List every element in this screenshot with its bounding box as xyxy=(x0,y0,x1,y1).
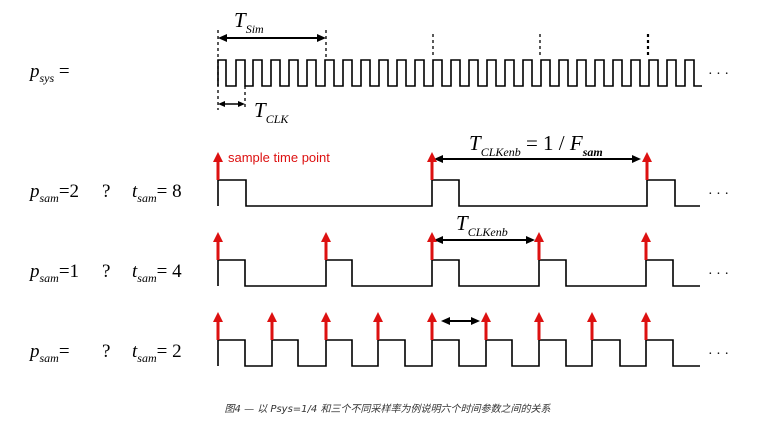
sample-point-arrow xyxy=(213,312,223,340)
svg-text:psam=: psam= xyxy=(28,341,70,365)
tclkenb-arrow-3 xyxy=(441,317,480,325)
tclkenb-arrow-2 xyxy=(434,236,535,244)
measurement-arrows xyxy=(218,34,641,325)
row-label-sam-half: psam= ? tsam= 2 xyxy=(28,341,182,365)
ellipsis: · · · xyxy=(708,347,729,362)
tclkenb-arrow-1 xyxy=(434,155,641,163)
sample-point-arrow xyxy=(373,312,383,340)
sample-point-arrow xyxy=(213,152,223,180)
sample-point-arrow xyxy=(534,232,544,260)
sample-point-arrow xyxy=(642,152,652,180)
svg-text:?: ? xyxy=(102,181,110,202)
svg-text:psam=1: psam=1 xyxy=(28,261,79,285)
tclkenb-equation-label: TCLKenb = 1 / Fsam xyxy=(469,131,603,159)
svg-text:psam=2: psam=2 xyxy=(28,181,79,205)
sample-point-arrow xyxy=(481,312,491,340)
sample-point-arrow xyxy=(267,312,277,340)
tclkenb-label: TCLKenb xyxy=(456,211,508,239)
ellipsis: · · · xyxy=(708,267,729,282)
svg-text:tsam= 2: tsam= 2 xyxy=(132,341,182,365)
sample-point-arrow xyxy=(427,312,437,340)
tsim-arrow xyxy=(218,34,326,42)
row-label-sam-2: psam=2 ? tsam= 8 xyxy=(28,181,182,205)
sample-point-arrow xyxy=(534,312,544,340)
figure-caption: 图4 — 以 Psys=1/4 和三个不同采样率为例说明六个时间参数之间的关系 xyxy=(224,404,551,415)
svg-text:psys =: psys = xyxy=(28,61,70,85)
tclk-arrow xyxy=(218,101,245,107)
svg-text:?: ? xyxy=(102,261,110,282)
sample-point-arrow xyxy=(321,232,331,260)
svg-text:tsam= 8: tsam= 8 xyxy=(132,181,182,205)
sample-point-arrow xyxy=(427,232,437,260)
ellipsis: · · · xyxy=(708,187,729,202)
tclk-label: TCLK xyxy=(254,98,289,126)
enable-waveform-tsam-4 xyxy=(217,259,700,287)
svg-text:?: ? xyxy=(102,341,110,362)
sample-point-arrow xyxy=(427,152,437,180)
sample-point-arrow xyxy=(213,232,223,260)
tsim-label: TSim xyxy=(234,8,264,36)
row-label-psys: psys = xyxy=(28,61,70,85)
enable-waveform-tsam-2 xyxy=(217,339,700,367)
svg-text:tsam= 4: tsam= 4 xyxy=(132,261,182,285)
row-label-sam-1: psam=1 ? tsam= 4 xyxy=(28,261,182,285)
period-boundary-markers xyxy=(217,30,650,110)
ellipsis: · · · xyxy=(708,67,729,82)
sample-point-markers xyxy=(213,152,652,340)
sample-point-label: sample time point xyxy=(228,150,330,165)
sample-point-arrow xyxy=(587,312,597,340)
system-clock-waveform xyxy=(217,59,702,87)
sample-point-arrow xyxy=(321,312,331,340)
enable-waveform-tsam-8 xyxy=(217,179,700,207)
sample-point-arrow xyxy=(641,312,651,340)
sample-point-arrow xyxy=(641,232,651,260)
